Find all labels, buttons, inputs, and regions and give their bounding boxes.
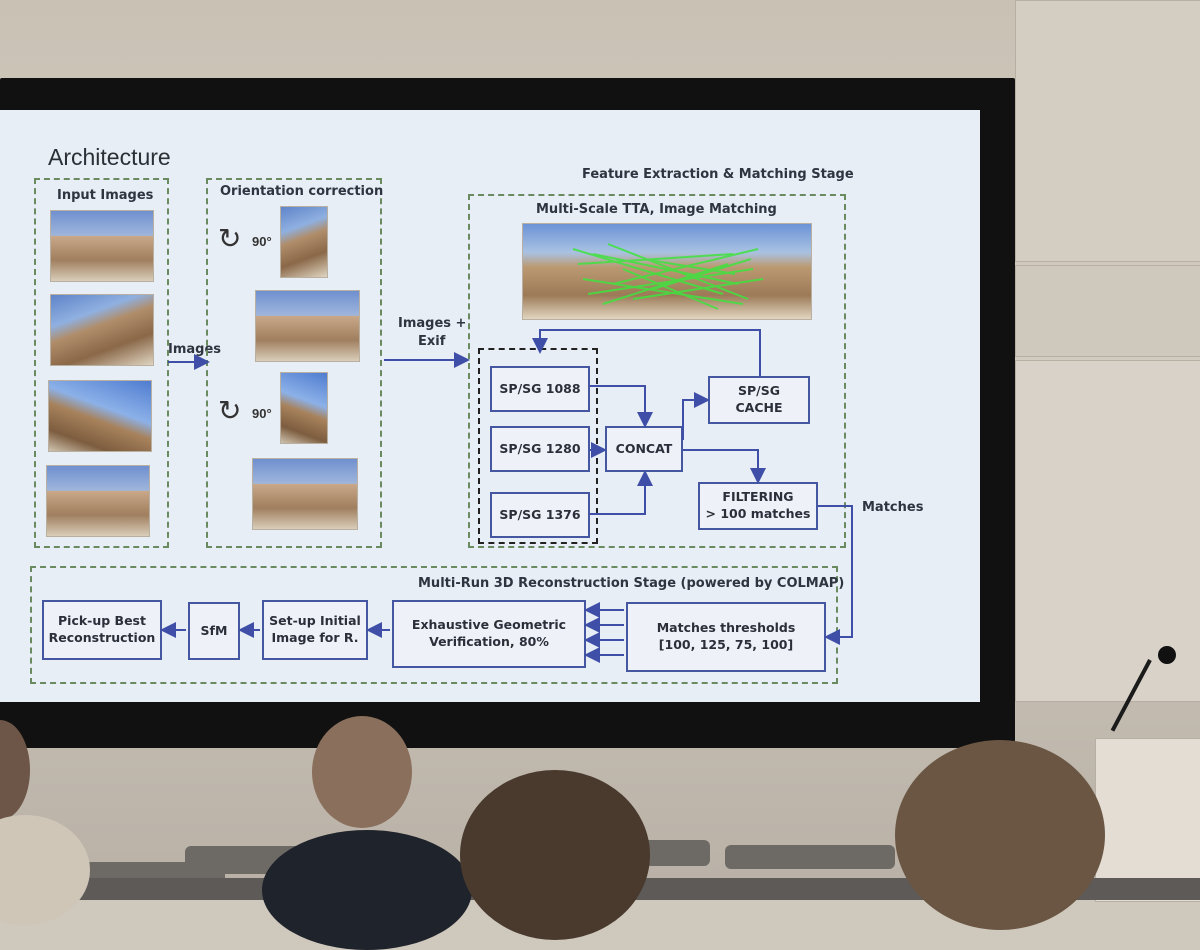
feature-stage-group [468,194,846,548]
setup-line-1: Set-up Initial [269,613,361,629]
sp-sg-1280-node: SP/SG 1280 [490,426,590,472]
rotated-image-thumbnail [280,206,328,278]
geometric-verification-node: Exhaustive Geometric Verification, 80% [392,600,586,668]
feature-stage-title: Feature Extraction & Matching Stage [582,167,854,182]
reconstruction-stage-title: Multi-Run 3D Reconstruction Stage (power… [418,576,845,591]
slide-title: Architecture [48,144,171,170]
orientation-correction-label: Orientation correction [220,184,384,199]
corrected-image-thumbnail [252,458,358,530]
pick-line-1: Pick-up Best [58,613,146,629]
images-exif-edge-label: Exif [418,334,446,349]
sp-sg-cache-node: SP/SG CACHE [708,376,810,424]
audience-member-head [895,740,1105,930]
corrected-image-thumbnail [255,290,360,362]
match-lines [572,243,764,310]
verif-line-1: Exhaustive Geometric [411,617,567,633]
audience-member-head [460,770,650,940]
tta-label: Multi-Scale TTA, Image Matching [536,202,777,217]
matches-thresholds-node: Matches thresholds [100, 125, 75, 100] [626,602,826,672]
input-image-thumbnail [50,294,154,366]
flow-arrows [160,329,853,663]
rotated-image-thumbnail [280,372,328,444]
sfm-node: SfM [188,602,240,660]
reconstruction-stage-group [30,566,838,684]
cache-line-1: SP/SG [738,383,780,399]
rotate-cw-icon: ↻ [218,395,242,426]
audience-seat [725,845,895,869]
setup-line-2: Image for R. [271,630,359,645]
rotate-cw-icon: ↻ [218,223,242,254]
rotation-degrees: 90° [252,234,272,249]
input-images-label: Input Images [57,188,154,203]
presentation-slide: Architecture Input Images Images Orienta… [0,110,980,702]
verif-line-2: Verification, 80% [429,634,549,649]
filtering-line-1: FILTERING [722,489,794,505]
images-exif-edge-label: Images + [398,316,467,331]
wall-panel [1015,265,1200,357]
microphone-head [1158,646,1176,664]
sp-sg-1088-node: SP/SG 1088 [490,366,590,412]
audience-seat [640,840,710,866]
filtering-line-2: > 100 matches [705,506,811,521]
rotation-degrees: 90° [252,406,272,421]
matches-edge-label: Matches [862,500,924,515]
audience-member-head [312,716,412,828]
input-image-thumbnail [50,210,154,282]
wall-panel [1015,360,1200,702]
sp-sg-1376-node: SP/SG 1376 [490,492,590,538]
input-image-thumbnail [48,380,152,452]
setup-initial-image-node: Set-up Initial Image for R. [262,600,368,660]
input-image-thumbnail [46,465,150,537]
image-matching-visualization [522,223,812,320]
cache-line-2: CACHE [735,400,783,415]
wall-panel [1015,0,1200,262]
pick-best-reconstruction-node: Pick-up Best Reconstruction [42,600,162,660]
pick-line-2: Reconstruction [48,630,156,645]
thresh-line-2: [100, 125, 75, 100] [658,637,794,652]
audience-member-shoulders [262,830,472,950]
thresh-line-1: Matches thresholds [656,620,796,636]
